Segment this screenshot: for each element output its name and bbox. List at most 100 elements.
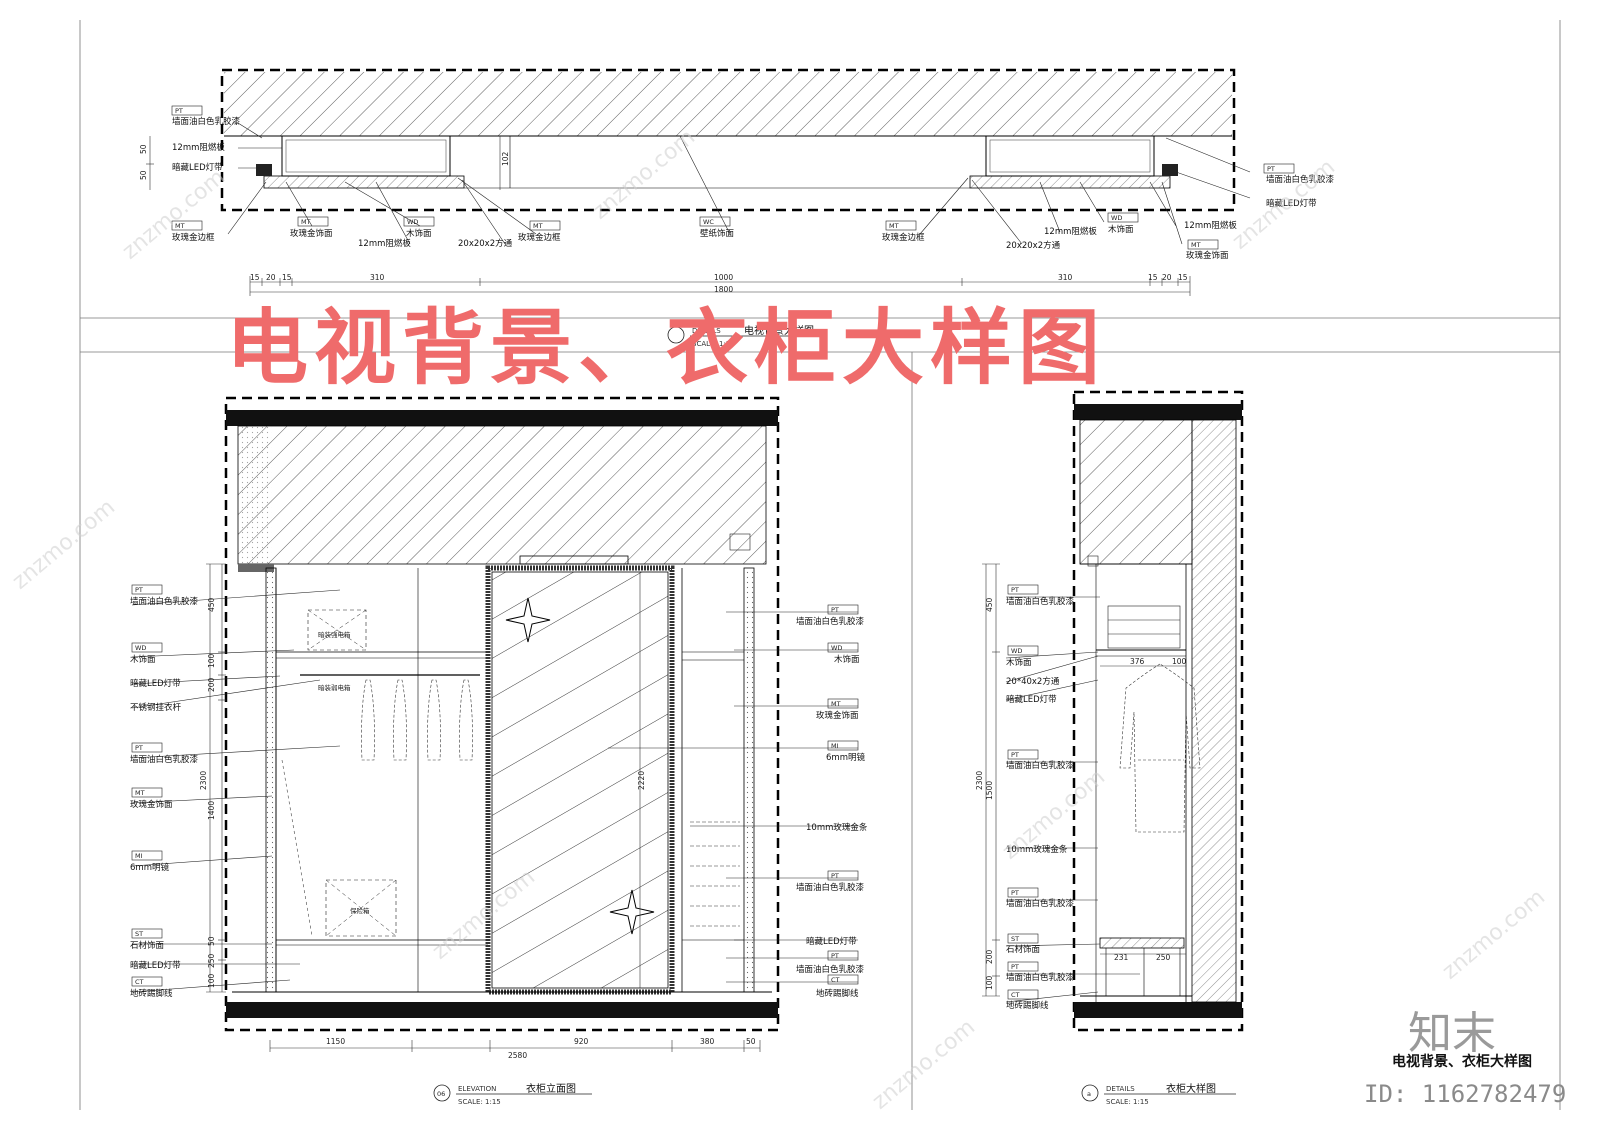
elev-box-weak: 暗装弱电箱	[318, 683, 351, 692]
elevation-inner-labels: 暗装强电箱 暗装弱电箱 保险箱	[318, 630, 370, 915]
elev-dim-3: 200	[207, 677, 216, 692]
plan-dim-l1: 50	[139, 144, 148, 154]
elev-dim-7: 250	[207, 953, 216, 968]
elev-llabel-7: 6mm明镜	[130, 862, 169, 873]
det-dim-1: 450	[985, 597, 994, 612]
elev-ltag-4: MT	[135, 789, 145, 797]
plan-title: 电视背景大样图	[744, 324, 814, 337]
plan-dim-total: 1800	[714, 285, 733, 294]
plan-label-led: 暗藏LED灯带	[172, 162, 223, 173]
plan-tag-right-1: PT	[1267, 165, 1275, 173]
plan-label-b5: 20x20x2方通	[458, 238, 513, 249]
detail-dimension-texts: 450 2300 1500 200 100 376 100 231 250	[975, 597, 1187, 990]
plan-scale: SCALE: 1:5	[692, 340, 730, 348]
elev-llabel-10: 地砖踢脚线	[130, 988, 173, 999]
elev-title: 衣柜立面图	[526, 1082, 576, 1095]
detail-leaders	[1005, 584, 1140, 1003]
elev-dim-b3: 920	[574, 1037, 589, 1046]
elev-box-safe: 保险箱	[350, 906, 370, 915]
wardrobe-detail-section	[1072, 390, 1244, 1032]
det-tag-7: CT	[1011, 991, 1020, 999]
elev-rlabel-7: 暗藏LED灯带	[806, 936, 857, 947]
watermark-8: znzmo.com	[1438, 885, 1550, 985]
elev-ltag-1: PT	[135, 586, 143, 594]
plan-dim-t1: 15	[250, 273, 260, 282]
det-dim-3: 1500	[985, 781, 994, 800]
elev-ref: 06	[437, 1090, 445, 1098]
elevation-right-tags: PT WD MT MI PT PT CT	[831, 606, 842, 984]
elev-dim-4: 2300	[199, 771, 208, 790]
elevation-left-labels: 墙面油白色乳胶漆 木饰面 暗藏LED灯带 不锈钢挂衣杆 墙面油白色乳胶漆 玫瑰金…	[130, 596, 199, 999]
elev-box-electric: 暗装强电箱	[318, 630, 351, 639]
elev-dim-6: 50	[207, 936, 216, 946]
elev-rlabel-3: 玫瑰金饰面	[816, 710, 859, 721]
det-label-1: 墙面油白色乳胶漆	[1006, 596, 1075, 607]
det-label-4: 暗藏LED灯带	[1006, 694, 1057, 705]
det-ref: a	[1087, 1090, 1091, 1098]
footer-id: ID: 1162782479	[1364, 1080, 1566, 1108]
banner-title: 电视背景、衣柜大样图	[226, 300, 1106, 396]
elev-ltag-7: CT	[135, 978, 144, 986]
det-tag-3: PT	[1011, 751, 1019, 759]
det-dim-i4: 250	[1156, 953, 1171, 962]
plan-label-paint: 墙面油白色乳胶漆	[172, 116, 241, 127]
elev-dim-b2: 2580	[508, 1051, 527, 1060]
elev-rlabel-8: 墙面油白色乳胶漆	[796, 964, 865, 975]
plan-tag-bottom-4: WC	[703, 218, 714, 226]
elev-rtag-1: PT	[831, 606, 839, 614]
det-label-9: 墙面油白色乳胶漆	[1006, 972, 1075, 983]
elev-ltag-2: WD	[135, 644, 146, 652]
plan-dim-t7: 15	[1148, 273, 1158, 282]
elev-dim-1: 450	[207, 597, 216, 612]
plan-label-b8: 玫瑰金边框	[882, 232, 925, 243]
plan-dimensions	[146, 136, 1191, 296]
det-tag-5: ST	[1011, 935, 1019, 943]
detail-tags: PT WD PT PT ST PT CT	[1011, 586, 1022, 999]
elev-dim-2: 100	[207, 653, 216, 668]
elev-scale: SCALE: 1:15	[458, 1098, 501, 1106]
elev-llabel-1: 墙面油白色乳胶漆	[130, 596, 199, 607]
elev-rlabel-2: 木饰面	[834, 654, 860, 665]
elev-rlabel-6: 墙面油白色乳胶漆	[796, 882, 865, 893]
elev-llabel-3: 暗藏LED灯带	[130, 678, 181, 689]
plan-tags	[171, 105, 1295, 250]
elev-dim-b4: 380	[700, 1037, 715, 1046]
footer-caption: 电视背景、衣柜大样图	[1392, 1053, 1532, 1070]
elevation-dimension-texts: 450 100 200 2300 1400 50 250 100 2220 11…	[199, 597, 756, 1060]
elev-ltag-6: ST	[135, 930, 143, 938]
elev-dim-door: 2220	[637, 771, 646, 790]
plan-label-board: 12mm阻燃板	[172, 142, 225, 153]
elev-title-en: ELEVATION	[458, 1085, 496, 1093]
det-label-6: 10mm玫瑰金条	[1006, 844, 1068, 855]
det-tag-6: PT	[1011, 963, 1019, 971]
det-tag-1: PT	[1011, 586, 1019, 594]
elevation-right-labels: 墙面油白色乳胶漆 木饰面 玫瑰金饰面 6mm明镜 10mm玫瑰金条 墙面油白色乳…	[796, 616, 868, 999]
elev-rlabel-1: 墙面油白色乳胶漆	[796, 616, 865, 627]
elevation-title-block: 06 ELEVATION 衣柜立面图 SCALE: 1:15	[433, 1082, 592, 1106]
detail-title-block: a DETAILS 衣柜大样图 SCALE: 1:15	[1081, 1082, 1236, 1106]
plan-dim-t8: 20	[1162, 273, 1172, 282]
elev-llabel-4: 不锈钢挂衣杆	[130, 702, 182, 713]
plan-label-b9: 20x20x2方通	[1006, 240, 1061, 251]
det-label-5: 墙面油白色乳胶漆	[1006, 760, 1075, 771]
elev-rlabel-5: 10mm玫瑰金条	[806, 822, 868, 833]
elev-llabel-5: 墙面油白色乳胶漆	[130, 754, 199, 765]
plan-dim-t6: 310	[1058, 273, 1073, 282]
plan-label-b1: 玫瑰金边框	[172, 232, 215, 243]
plan-tag-bottom-2: WD	[407, 218, 418, 226]
plan-label-b7: 壁纸饰面	[700, 228, 735, 239]
plan-dim-l2: 50	[139, 170, 148, 180]
elev-dim-5: 1400	[207, 801, 216, 820]
det-tag-4: PT	[1011, 889, 1019, 897]
det-label-7: 墙面油白色乳胶漆	[1006, 898, 1075, 909]
watermark-4: znzmo.com	[8, 495, 120, 595]
elev-dim-b5: 50	[746, 1037, 756, 1046]
plan-tag-bottom-6: WD	[1111, 214, 1122, 222]
det-dim-5: 100	[985, 975, 994, 990]
plan-tag-right-2: MT	[1191, 241, 1201, 249]
detail-dimensions	[982, 563, 1186, 997]
plan-tag-left-2: MT	[175, 222, 185, 230]
detail-labels: 墙面油白色乳胶漆 木饰面 20*40x2方通 暗藏LED灯带 墙面油白色乳胶漆 …	[1006, 596, 1075, 1011]
brand-logo: 知末	[1408, 1008, 1496, 1059]
plan-title-block: DETAILS 电视背景大样图 SCALE: 1:5	[667, 324, 826, 348]
